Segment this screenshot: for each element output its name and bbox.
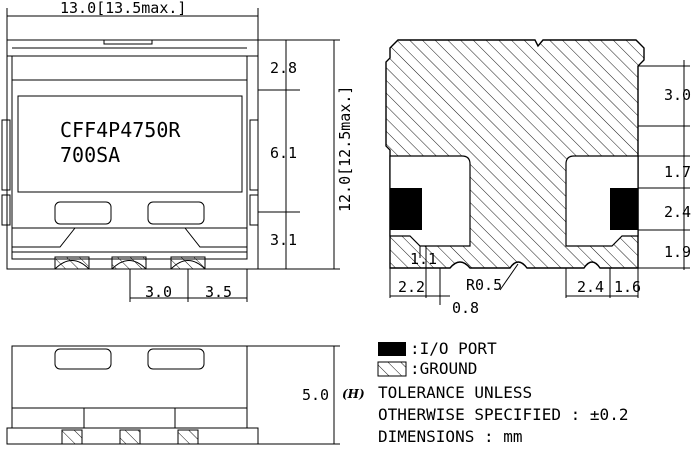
left-offset-label: 1.1 <box>410 250 437 268</box>
height-bottom-label: 3.1 <box>270 231 297 249</box>
side-view: 5.0 (H) <box>6 345 365 445</box>
bottom-height-1-label: 1.7 <box>664 163 691 181</box>
bottom-height-dimensions: 3.0 1.7 2.4 1.9 <box>638 60 691 270</box>
legend: :I/O PORT :GROUND <box>377 339 497 378</box>
note-line-3: DIMENSIONS : mm <box>378 427 523 446</box>
height-middle-label: 6.1 <box>270 144 297 162</box>
height-top-label: 2.8 <box>270 59 297 77</box>
io-port-swatch <box>378 342 406 356</box>
bottom-height-top-label: 3.0 <box>664 86 691 104</box>
top-pitch-dimensions: 3.0 3.5 <box>129 269 248 302</box>
bottom-height-2-label: 2.4 <box>664 203 691 221</box>
ground-swatch <box>377 361 407 377</box>
bottom-height-3-label: 1.9 <box>664 243 691 261</box>
part-number: CFF4P4750R <box>60 118 181 142</box>
overall-height-label: 12.0[12.5max.] <box>336 86 354 212</box>
top-ground-pads <box>54 256 206 270</box>
right-edge-label: 1.6 <box>614 278 641 296</box>
radius-label: R0.5 <box>466 276 502 294</box>
overall-width-label: 13.0[13.5max.] <box>60 0 186 17</box>
io-port-legend: :I/O PORT <box>410 339 497 358</box>
io-port-left <box>390 188 422 230</box>
top-view: 13.0[13.5max.] <box>1 0 354 302</box>
bottom-width-dimensions: 1.1 2.2 0.8 R0.5 2.4 1.6 <box>389 246 641 317</box>
part-suffix: 700SA <box>60 143 120 167</box>
bottom-view: 3.0 1.7 2.4 1.9 1.1 2.2 0.8 R0.5 2.4 1.6 <box>385 39 691 317</box>
notes: TOLERANCE UNLESS OTHERWISE SPECIFIED : ±… <box>378 383 628 446</box>
ground-legend: :GROUND <box>410 359 477 378</box>
pitch-left-label: 3.0 <box>145 283 172 301</box>
io-port-right <box>610 188 638 230</box>
top-height-dimensions: 2.8 6.1 3.1 12.0[12.5max.] <box>258 39 354 270</box>
top-width-dimension: 13.0[13.5max.] <box>6 0 259 40</box>
right-width-label: 2.4 <box>577 278 604 296</box>
note-line-2: OTHERWISE SPECIFIED : ±0.2 <box>378 405 628 424</box>
top-view-body <box>1 39 259 270</box>
left-edge-label: 2.2 <box>398 278 425 296</box>
note-line-1: TOLERANCE UNLESS <box>378 383 532 402</box>
gap-label: 0.8 <box>452 299 479 317</box>
side-height-label: 5.0 <box>302 386 329 404</box>
pitch-right-label: 3.5 <box>205 283 232 301</box>
side-height-mark: (H) <box>342 387 365 401</box>
